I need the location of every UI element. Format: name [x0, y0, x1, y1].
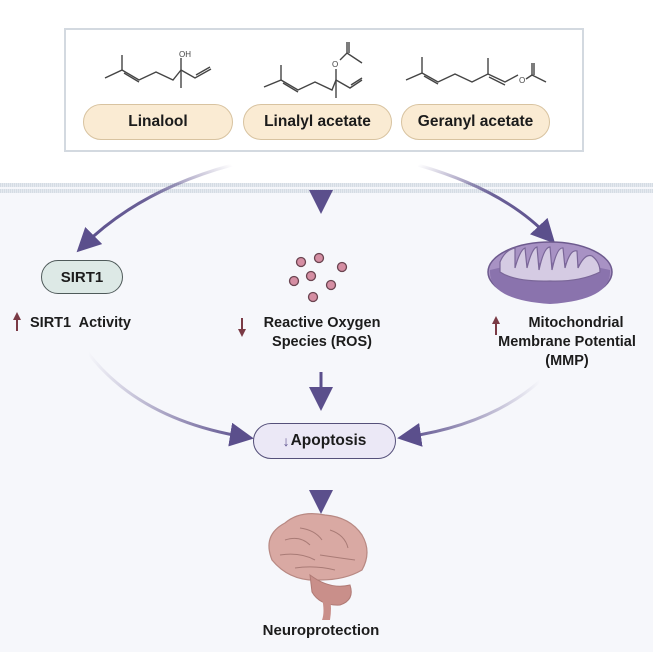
linalool-structure	[104, 55, 212, 88]
mmp-label-line2: Membrane Potential	[498, 334, 636, 350]
sirt1-activity-label: SIRT1 Activity	[30, 315, 131, 331]
compound-pill-geranyl-acetate: Geranyl acetate	[401, 104, 550, 140]
compound-pill-linalool: Linalool	[83, 104, 233, 140]
apoptosis-node: ↓ Apoptosis	[253, 423, 396, 459]
mitochondrion-icon	[487, 241, 613, 304]
compound-pill-linalyl-acetate: Linalyl acetate	[243, 104, 392, 140]
brain-icon	[268, 513, 368, 620]
sirt1-node: SIRT1	[41, 260, 123, 294]
apoptosis-down-arrow-icon: ↓	[282, 433, 290, 449]
mmp-up-arrow-icon	[492, 316, 500, 335]
mmp-label-line1: Mitochondrial	[528, 315, 624, 331]
arrow-mmp-to-apoptosis	[397, 379, 541, 447]
geranyl-acetate-structure	[405, 57, 547, 86]
mmp-label: Mitochondrial Membrane Potential (MMP)	[482, 314, 652, 371]
arrow-sirt1-to-apoptosis	[86, 352, 254, 447]
ros-down-arrow-icon	[238, 318, 246, 337]
ros-label: Reactive Oxygen Species (ROS)	[252, 314, 392, 352]
ros-label-line2: Species (ROS)	[272, 334, 372, 350]
mmp-label-line3: (MMP)	[545, 353, 589, 369]
ros-label-line1: Reactive Oxygen	[263, 315, 381, 331]
arrow-to-sirt1	[76, 163, 233, 253]
ros-particles-icon	[288, 252, 348, 303]
apoptosis-label: Apoptosis	[290, 432, 367, 449]
linalyl-acetate-structure	[263, 42, 363, 98]
arrow-to-mitochondrion	[417, 163, 556, 244]
linalool-oh-label: OH	[179, 50, 191, 59]
neuroprotection-label: Neuroprotection	[262, 622, 380, 639]
sirt1-up-arrow-icon	[13, 312, 21, 331]
membrane-outer-line	[0, 183, 653, 187]
linalyl-acetate-o-label: O	[332, 60, 338, 69]
geranyl-acetate-o-label: O	[519, 76, 525, 85]
